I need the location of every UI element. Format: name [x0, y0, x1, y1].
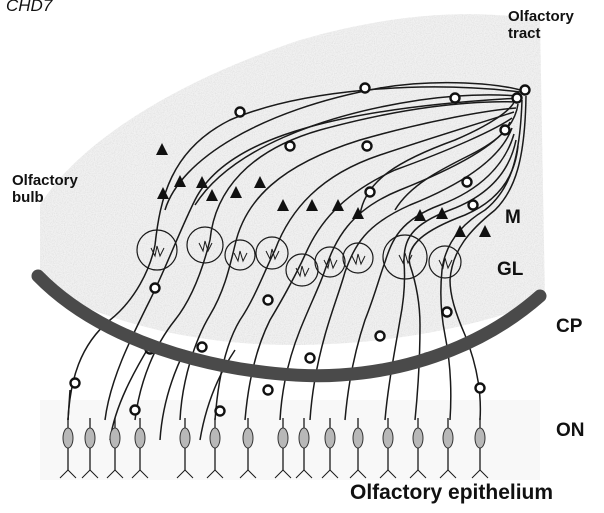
axon-node [501, 126, 510, 135]
axon-node [366, 188, 375, 197]
axon-node [521, 86, 530, 95]
axon-node [451, 94, 460, 103]
olfactory-tract-label: Olfactory tract [508, 8, 574, 43]
axon-node [306, 354, 315, 363]
axon-node [286, 142, 295, 151]
axon-node [376, 332, 385, 341]
axon-node [469, 201, 478, 210]
axon-node [198, 343, 207, 352]
axon-node [513, 94, 522, 103]
axon-node [151, 284, 160, 293]
cribriform-plate-label: CP [556, 316, 582, 338]
axon-node [216, 407, 225, 416]
axon-node [264, 386, 273, 395]
olfactory-nerve-label: ON [556, 420, 585, 442]
axon-node [264, 296, 273, 305]
axon-node [476, 384, 485, 393]
bulb-texture [40, 10, 550, 345]
axon-node [71, 379, 80, 388]
axon-node [361, 84, 370, 93]
axon-node [463, 178, 472, 187]
mitral-layer-label: M [505, 207, 521, 229]
olfactory-bulb-label: Olfactory bulb [12, 172, 78, 207]
axon-node [363, 142, 372, 151]
axon-node [443, 308, 452, 317]
axon-node [236, 108, 245, 117]
glomerular-layer-label: GL [497, 259, 523, 281]
axon-node [131, 406, 140, 415]
gene-label: CHD7 [6, 0, 52, 16]
olfactory-epithelium-label: Olfactory epithelium [350, 481, 553, 505]
